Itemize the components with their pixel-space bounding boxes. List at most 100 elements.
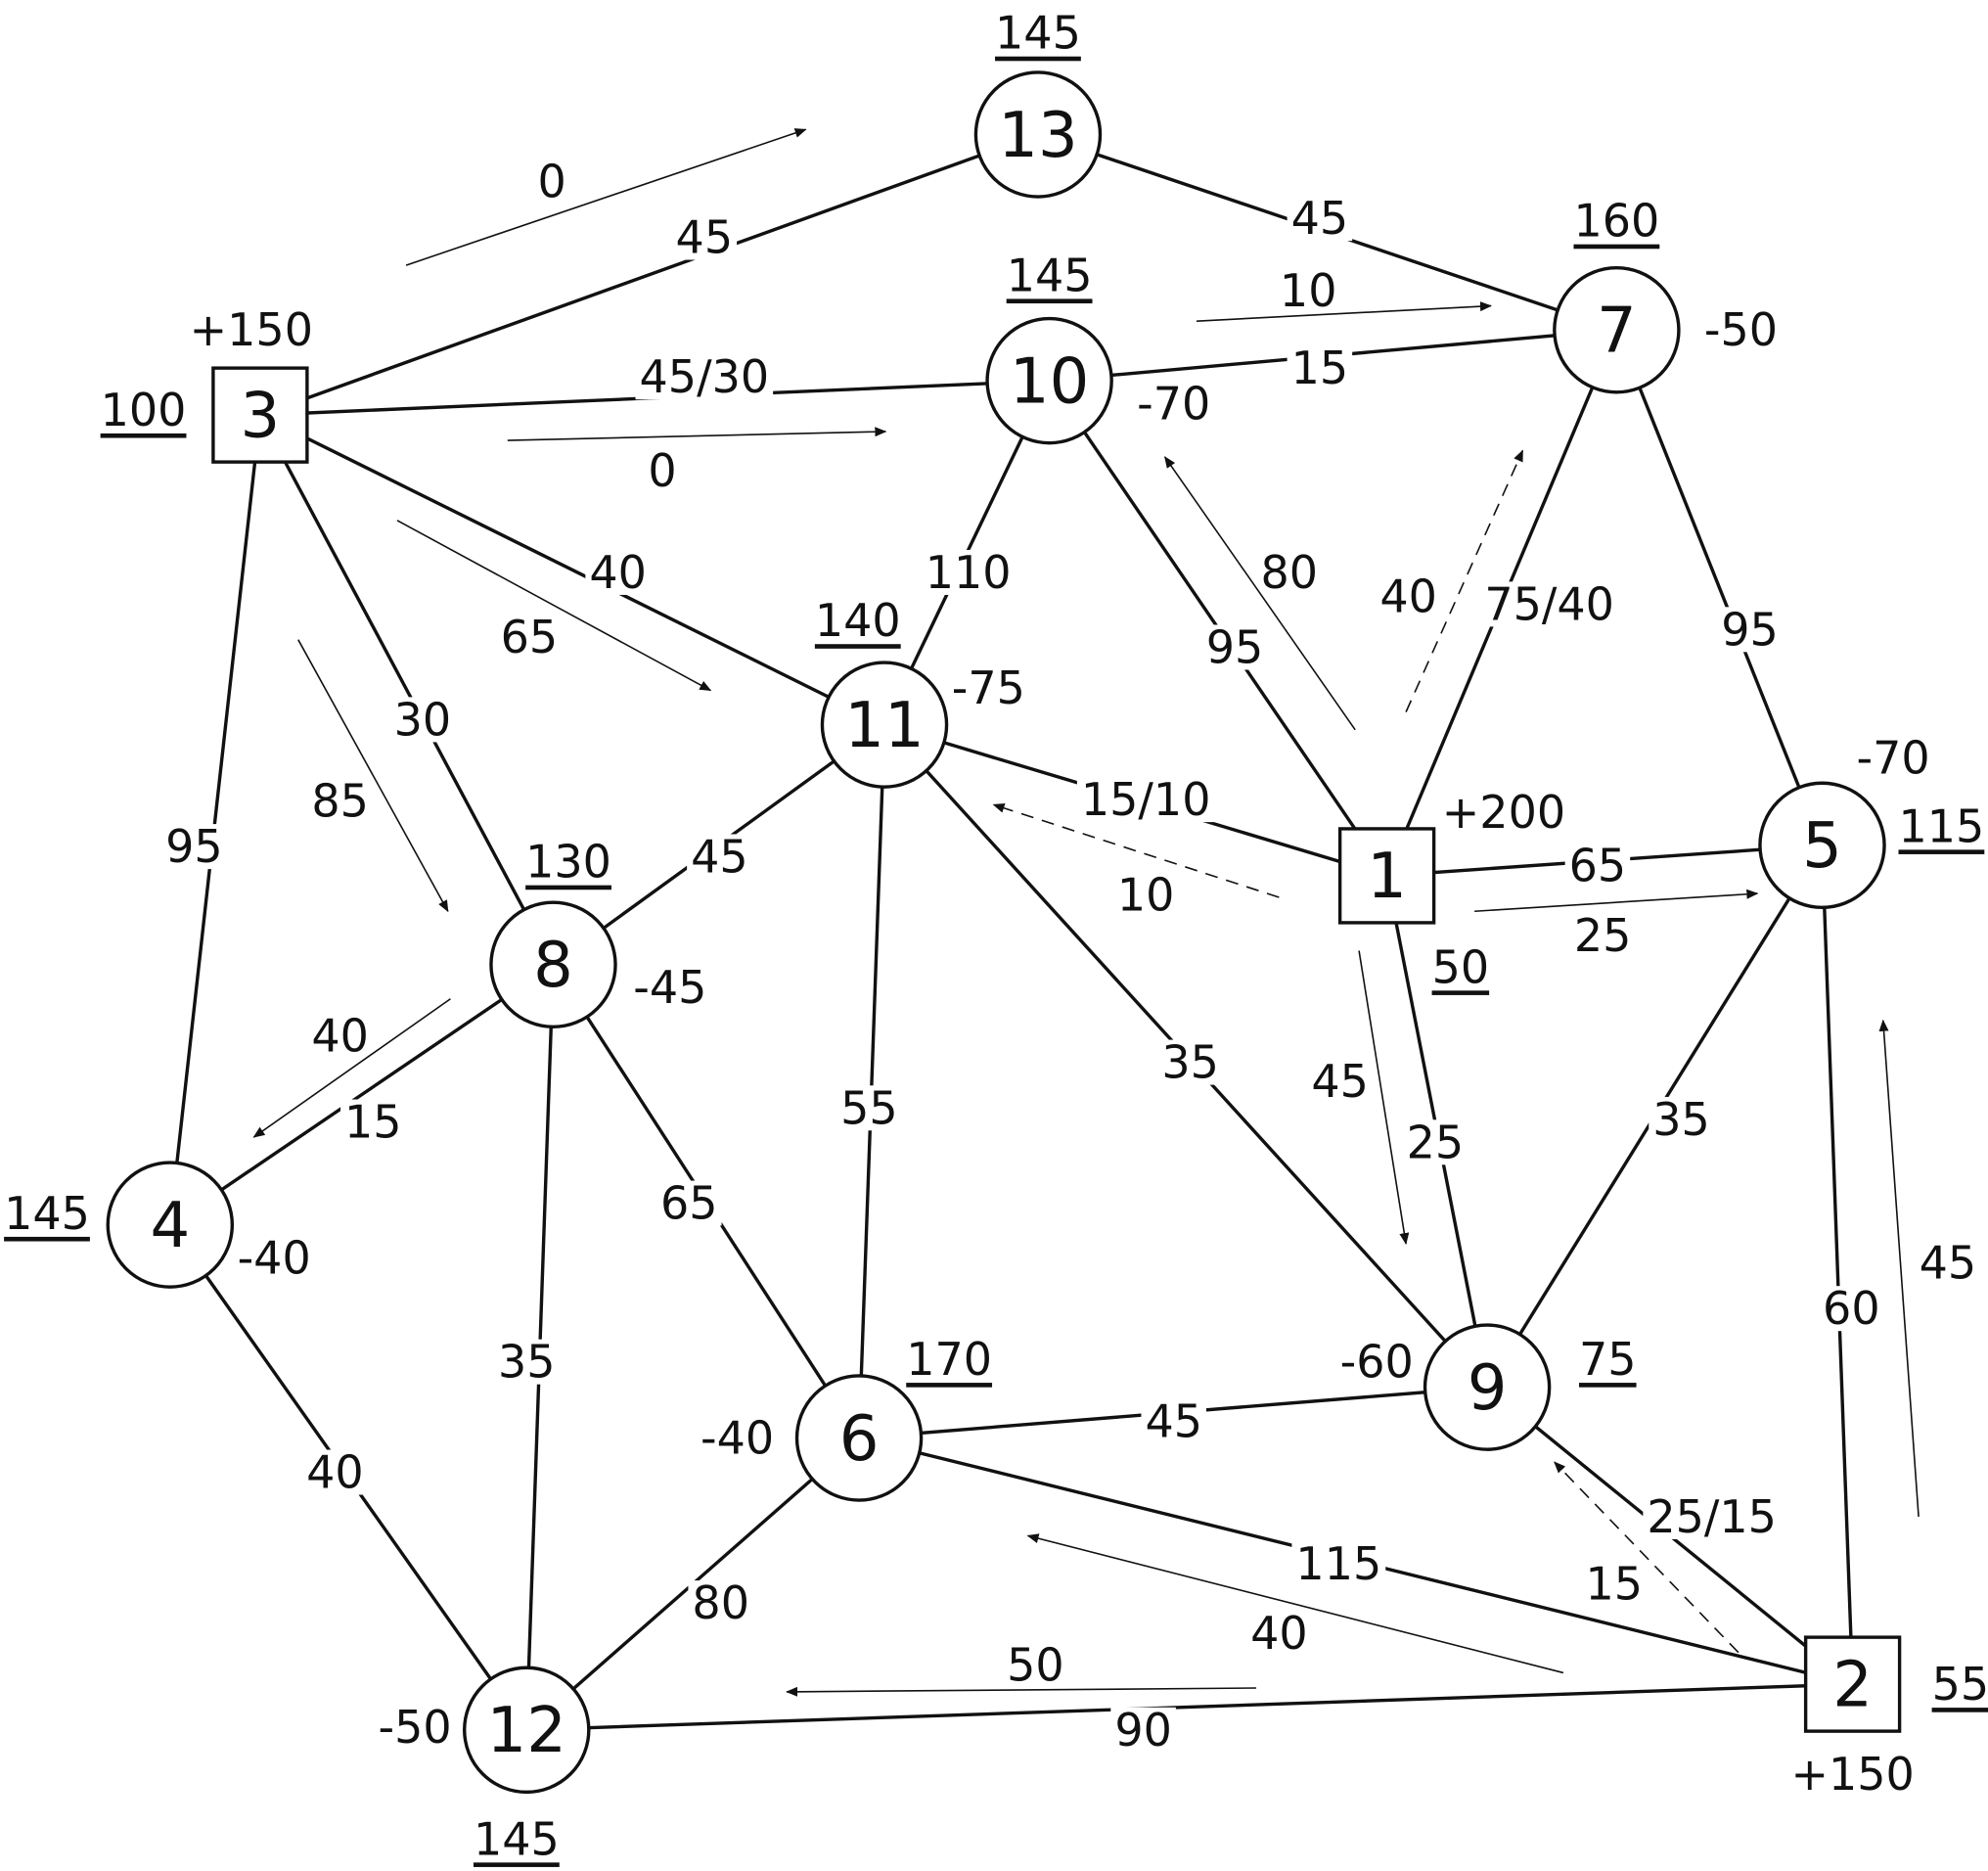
flow-amount-label: 85 <box>311 774 369 827</box>
node-supply-label: -50 <box>379 1701 452 1754</box>
node-value-label: 115 <box>1899 799 1985 852</box>
flow-amount-label: 40 <box>311 1009 369 1062</box>
edge-7-5 <box>1614 329 1825 846</box>
node-supply-label: +150 <box>1790 1748 1914 1801</box>
edge-3-4 <box>168 414 262 1225</box>
flow-arrow-10-7 <box>1197 301 1492 322</box>
edge-cost-label: 90 <box>1114 1704 1172 1757</box>
node-supply-label: +150 <box>190 303 313 356</box>
edge-cost-label: 35 <box>1652 1093 1710 1146</box>
edge-12-2 <box>526 1682 1853 1732</box>
edge-cost-label: 35 <box>1161 1036 1219 1089</box>
flow-arrow-2-6 <box>1026 1533 1564 1674</box>
node-supply-label: -45 <box>633 961 706 1014</box>
edge-cost-label: 65 <box>660 1177 718 1230</box>
flow-arrow-2-12 <box>786 1686 1257 1697</box>
flow-arrow-1-10 <box>1163 456 1356 731</box>
circle-node-shape <box>106 1161 235 1289</box>
edge-cost-label: 95 <box>165 820 223 873</box>
edge-label-bg <box>687 834 752 880</box>
circle-node-shape <box>1758 781 1886 910</box>
circle-node-shape <box>1423 1323 1552 1451</box>
edge-cost-label: 45 <box>691 830 748 883</box>
edge-label-bg <box>1643 1493 1781 1539</box>
edge-cost-label: 110 <box>926 546 1012 599</box>
node-value-label: 75 <box>1579 1333 1637 1386</box>
node-label: 10 <box>1010 345 1089 418</box>
edge-cost-label: 45 <box>676 211 734 264</box>
edge-label-bg <box>161 824 227 870</box>
edge-cost-label: 55 <box>840 1081 898 1134</box>
node-label: 9 <box>1468 1352 1508 1425</box>
edge-label-bg <box>1110 1707 1176 1753</box>
edge-cost-label: 40 <box>589 546 647 599</box>
edge-cost-label: 45 <box>1291 192 1349 245</box>
node-value-label: 140 <box>815 594 901 647</box>
node-supply-label: -50 <box>1704 303 1778 356</box>
flow-amount-label: 0 <box>538 155 566 207</box>
node-supply-label: -40 <box>700 1412 774 1465</box>
edge-label-bg <box>1291 1540 1386 1586</box>
edge-label-bg <box>655 1180 722 1226</box>
edge-cost-label: 15 <box>344 1096 402 1149</box>
edge-label-bg <box>688 1580 753 1626</box>
circle-node-shape <box>463 1666 591 1795</box>
node-supply-label: -60 <box>1340 1336 1414 1389</box>
flows-layer <box>252 128 1920 1697</box>
node-value-label: 160 <box>1573 195 1659 248</box>
edge-3-11 <box>259 413 885 727</box>
edge-3-13 <box>259 132 1039 417</box>
edge-label-bg <box>1287 196 1353 242</box>
flow-amount-label: 40 <box>1250 1607 1308 1660</box>
node-13: 13 <box>973 70 1103 199</box>
node-12: 12 <box>463 1666 591 1795</box>
edge-cost-label: 30 <box>394 693 452 746</box>
edge-label-bg <box>921 549 1016 595</box>
flow-arrow-3-13 <box>405 128 807 266</box>
node-value-label: 145 <box>1007 249 1093 301</box>
flow-amount-label: 40 <box>1379 570 1437 623</box>
flow-arrow-3-10 <box>507 427 887 441</box>
node-value-label: 50 <box>1432 940 1490 993</box>
node-5: 5 <box>1758 781 1886 910</box>
edge-label-bg <box>340 1099 406 1145</box>
edge-label-bg <box>1564 843 1631 889</box>
node-label: 8 <box>533 930 573 1002</box>
edge-cost-label: 45/30 <box>640 350 770 403</box>
flow-arrow-3-11 <box>396 520 712 692</box>
edge-cost-label: 15 <box>1291 342 1349 394</box>
edge-label-bg <box>671 214 738 260</box>
node-value-label: 145 <box>995 7 1081 60</box>
node-label: 11 <box>844 690 924 762</box>
flow-arrow-1-9 <box>1358 950 1410 1246</box>
edge-cost-label: 25 <box>1407 1116 1465 1168</box>
edge-label-bg <box>493 1339 560 1385</box>
edge-label-bg <box>1201 624 1268 670</box>
node-label: 2 <box>1832 1649 1873 1721</box>
edge-cost-label: 115 <box>1295 1537 1381 1590</box>
edge-label-bg <box>1480 581 1618 627</box>
circle-node-shape <box>973 70 1103 199</box>
node-supply-label: -75 <box>952 662 1025 714</box>
edge-cost-label: 60 <box>1823 1282 1880 1335</box>
edge-label-bg <box>1649 1096 1714 1142</box>
square-node-shape <box>1803 1635 1902 1733</box>
node-label: 5 <box>1802 810 1842 883</box>
edge-8-4 <box>168 963 555 1227</box>
edge-label-bg <box>585 549 651 595</box>
flow-arrow-2-5 <box>1878 1019 1920 1517</box>
node-label: 6 <box>839 1403 880 1476</box>
node-value-label: 100 <box>101 384 187 436</box>
circle-node-shape <box>1553 265 1681 394</box>
node-label: 3 <box>241 380 281 452</box>
flow-amount-label: 10 <box>1280 264 1337 317</box>
flow-amount-label: 45 <box>1311 1055 1369 1108</box>
edge-label-bg <box>635 354 774 400</box>
edge-cost-label: 40 <box>306 1446 364 1499</box>
circle-node-shape <box>820 661 949 789</box>
edge-label-bg <box>836 1085 902 1131</box>
edge-cost-label: 45 <box>1145 1395 1202 1448</box>
edge-cost-label: 35 <box>498 1336 556 1389</box>
